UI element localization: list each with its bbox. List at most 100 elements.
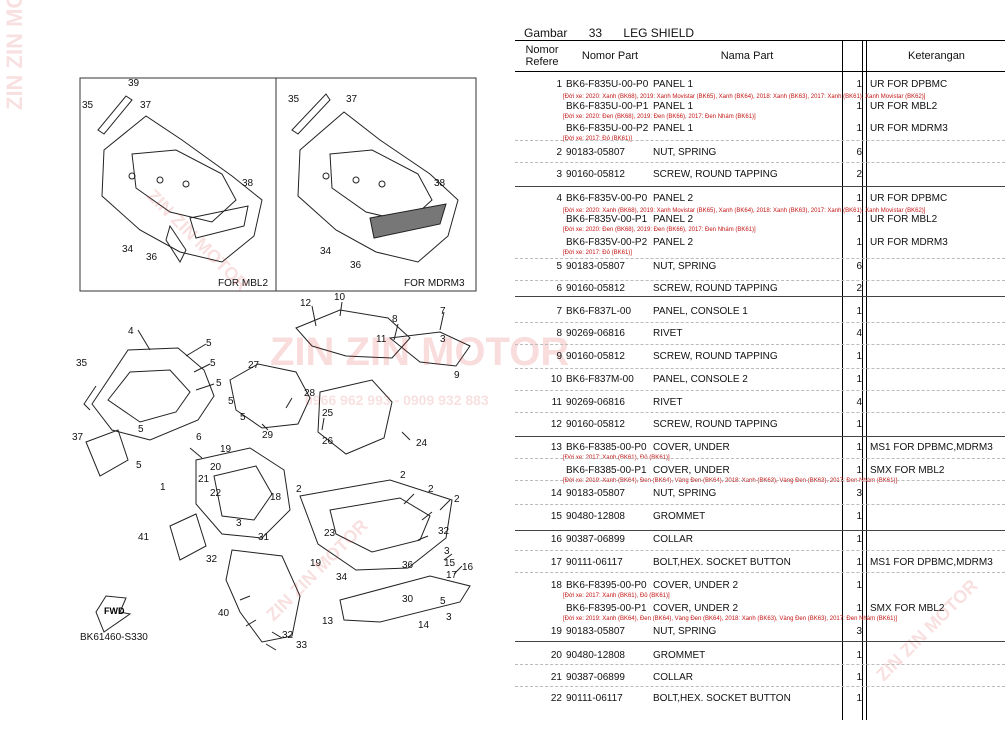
callout: 4 <box>128 326 134 337</box>
row-separator <box>515 258 1005 259</box>
parts-diagram: 39 35 37 38 34 36 35 37 38 34 36 FOR MBL… <box>72 77 477 651</box>
qty-cell: 1 <box>856 214 862 225</box>
callout: 11 <box>376 334 387 345</box>
callout: 2 <box>296 484 302 495</box>
inset-box-right <box>275 77 477 292</box>
ref-cell: 2 <box>556 147 562 158</box>
callout: 36 <box>402 560 414 571</box>
column-divider <box>842 40 843 720</box>
callout: 22 <box>210 488 222 499</box>
part-name-cell: PANEL, CONSOLE 2 <box>653 374 748 385</box>
callout: 28 <box>304 388 316 399</box>
callout: 32 <box>438 526 450 537</box>
callout: 8 <box>392 314 398 325</box>
ref-cell: 12 <box>550 419 562 430</box>
ref-cell: 7 <box>556 306 562 317</box>
qty-cell: 1 <box>856 465 862 476</box>
part-number-cell: BK6-F8395-00-P1 <box>566 603 647 614</box>
row-separator <box>515 686 1005 687</box>
part-number-cell: 90160-05812 <box>566 419 625 430</box>
row-separator <box>515 550 1005 551</box>
callout: 38 <box>242 178 254 189</box>
group-separator <box>515 296 1005 297</box>
column-divider <box>866 40 867 720</box>
col-remark-header: Keterangan <box>908 50 965 62</box>
part-number-cell: 90480-12808 <box>566 511 625 522</box>
remark-cell: UR FOR MBL2 <box>870 101 938 112</box>
callout: 24 <box>416 438 428 449</box>
qty-cell: 1 <box>856 693 862 704</box>
qty-cell: 1 <box>856 419 862 430</box>
part-name-cell: SCREW, ROUND TAPPING <box>653 283 778 294</box>
remark-cell: MS1 FOR DPBMC,MDRM3 <box>870 557 993 568</box>
callout: 40 <box>218 608 230 619</box>
part-name-cell: COLLAR <box>653 534 694 545</box>
inset-label-right: FOR MDRM3 <box>404 278 465 289</box>
part-name-cell: RIVET <box>653 397 683 408</box>
callouts-main: 12 10 8 7 4 5 5 5 35 27 11 3 9 37 28 5 5… <box>72 292 474 651</box>
part-number-cell: BK6-F835U-00-P0 <box>566 79 649 90</box>
callout: 2 <box>428 484 434 495</box>
part-number-cell: 90183-05807 <box>566 488 625 499</box>
model-year-note: [Đời xe: 2020: Đen (BK68), 2019: Đen (BK… <box>563 227 756 233</box>
callout: 37 <box>72 432 84 443</box>
part-name-cell: GROMMET <box>653 511 706 522</box>
callout: 35 <box>82 100 94 111</box>
part-name-cell: PANEL 1 <box>653 101 694 112</box>
qty-cell: 1 <box>856 580 862 591</box>
callout: 3 <box>446 612 452 623</box>
qty-cell: 1 <box>856 511 862 522</box>
callout: 37 <box>140 100 152 111</box>
ref-cell: 8 <box>556 328 562 339</box>
callout: 13 <box>322 616 334 627</box>
row-separator <box>515 412 1005 413</box>
callout: 37 <box>346 94 358 105</box>
part-number-cell: BK6-F8385-00-P0 <box>566 442 647 453</box>
callout: 20 <box>210 462 222 473</box>
qty-cell: 6 <box>856 261 862 272</box>
callout: 2 <box>400 470 406 481</box>
row-separator <box>515 572 1005 573</box>
part-name-cell: BOLT,HEX. SOCKET BUTTON <box>653 693 791 704</box>
ref-cell: 22 <box>550 693 562 704</box>
callout: 33 <box>296 640 308 651</box>
part-name-cell: SCREW, ROUND TAPPING <box>653 419 778 430</box>
row-separator <box>515 458 1005 459</box>
callout: 25 <box>322 408 334 419</box>
qty-cell: 4 <box>856 328 862 339</box>
callout: 34 <box>122 244 134 255</box>
callout: 19 <box>220 444 232 455</box>
row-separator <box>515 390 1005 391</box>
remark-cell: SMX FOR MBL2 <box>870 465 945 476</box>
part-name-cell: COVER, UNDER <box>653 442 730 453</box>
row-separator <box>515 480 1005 481</box>
part-name-cell: NUT, SPRING <box>653 488 717 499</box>
qty-cell: 6 <box>856 147 862 158</box>
callout: 7 <box>440 306 446 317</box>
part-number-cell: 90269-06816 <box>566 397 625 408</box>
part-number-cell: 90160-05812 <box>566 283 625 294</box>
part-number-cell: BK6-F837L-00 <box>566 306 632 317</box>
ref-cell: 17 <box>550 557 562 568</box>
ref-cell: 14 <box>550 488 562 499</box>
qty-cell: 1 <box>856 374 862 385</box>
remark-cell: UR FOR MDRM3 <box>870 123 948 134</box>
qty-cell: 1 <box>856 101 862 112</box>
ref-cell: 19 <box>550 626 562 637</box>
qty-cell: 1 <box>856 672 862 683</box>
callout: 5 <box>440 596 446 607</box>
part-name-cell: NUT, SPRING <box>653 626 717 637</box>
callout: 34 <box>320 246 332 257</box>
callout: 5 <box>138 424 144 435</box>
part-name-cell: COVER, UNDER 2 <box>653 580 739 591</box>
part-number-cell: BK6-F8385-00-P1 <box>566 465 647 476</box>
ref-cell: 10 <box>550 374 562 385</box>
inset-label-left: FOR MBL2 <box>218 278 268 289</box>
callouts-box-right: 35 37 38 34 36 <box>288 94 446 271</box>
row-separator <box>515 504 1005 505</box>
model-year-note: [Đời xe: 2020: Đen (BK68), 2019: Đen (BK… <box>563 114 756 120</box>
ref-cell: 3 <box>556 169 562 180</box>
ref-cell: 4 <box>556 193 562 204</box>
group-separator <box>515 641 1005 642</box>
